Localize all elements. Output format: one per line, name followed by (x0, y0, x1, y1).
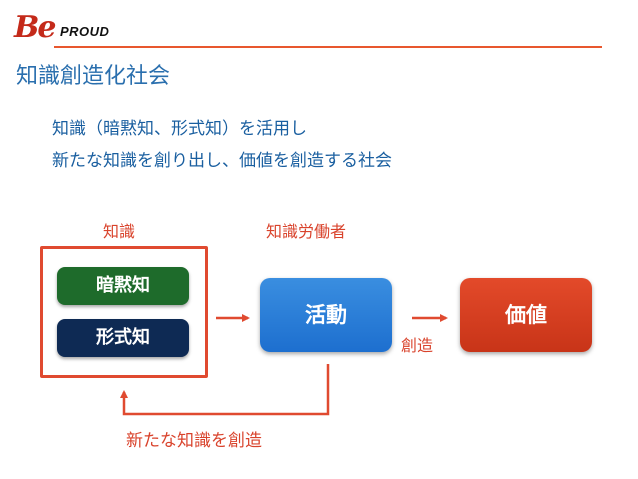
feedback-label: 新たな知識を創造 (126, 431, 262, 451)
header-divider (54, 46, 602, 48)
logo-text: PROUD (60, 24, 110, 39)
knowledge-group-box (40, 246, 208, 378)
logo-mark: Be (14, 10, 56, 45)
lead-line-2: 新たな知識を創り出し、価値を創造する社会 (52, 151, 392, 171)
activity-box: 活動 (260, 278, 392, 352)
tacit-knowledge-box: 暗黙知 (57, 267, 189, 305)
value-box: 価値 (460, 278, 592, 352)
knowledge-label: 知識 (103, 222, 136, 241)
create-label: 創造 (401, 336, 434, 355)
explicit-knowledge-box: 形式知 (57, 319, 189, 357)
knowledge-worker-label: 知識労働者 (266, 222, 347, 241)
lead-line-1: 知識（暗黙知、形式知）を活用し (52, 119, 307, 139)
feedback-arrow (120, 364, 330, 416)
slide-title: 知識創造化社会 (16, 64, 171, 89)
